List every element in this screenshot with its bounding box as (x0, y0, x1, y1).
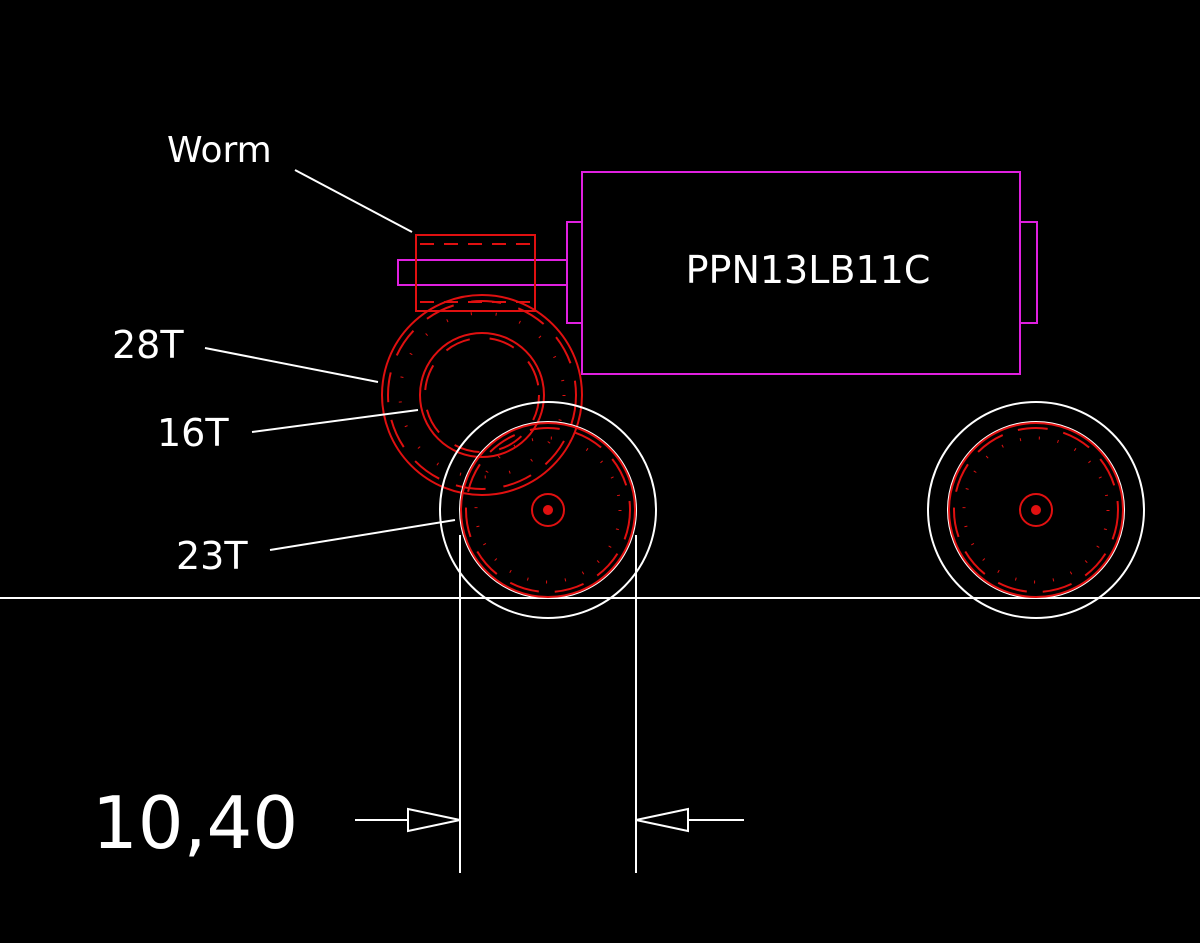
motor-label: PPN13LB11C (686, 248, 931, 292)
wheel-left-23t (439, 401, 657, 619)
dimension (355, 535, 744, 873)
worm-leader (294, 169, 413, 233)
gear-23t-leader (269, 519, 456, 551)
arrow-right-icon (407, 807, 461, 833)
worm-label: Worm (167, 130, 272, 171)
worm (415, 234, 536, 312)
gear-23t-label: 23T (176, 534, 248, 578)
wheel-right (927, 401, 1145, 619)
gear-28t-leader (204, 347, 379, 383)
dimension-label: 10,40 (92, 781, 298, 865)
arrow-left-icon (635, 807, 689, 833)
gear-16t-label: 16T (157, 411, 229, 455)
gear-28t-label: 28T (112, 323, 184, 367)
motor-left-cap (566, 221, 583, 324)
gear-16t (419, 332, 545, 458)
gear-16t-leader (251, 409, 419, 433)
motor (397, 171, 1038, 375)
motor-shaft (397, 259, 568, 286)
motor-right-cap (1019, 221, 1038, 324)
gear-28t (381, 294, 583, 496)
gear-28t-16t (381, 294, 583, 496)
